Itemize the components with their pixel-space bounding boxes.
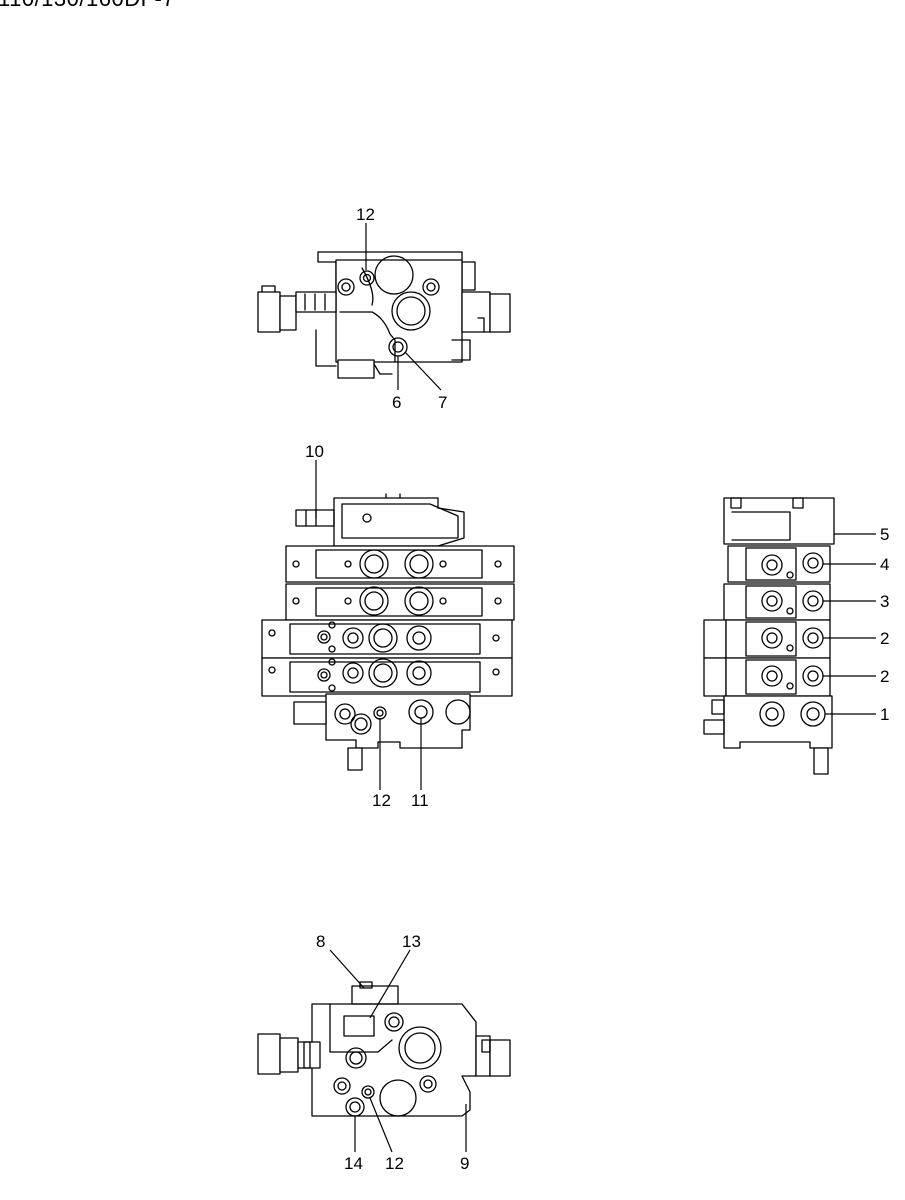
callout-6: 6 <box>392 393 401 412</box>
callout-13: 13 <box>402 932 421 951</box>
callout-12-front: 12 <box>372 791 391 810</box>
side-section-2b <box>703 657 831 697</box>
callout-12-bottom: 12 <box>385 1154 404 1173</box>
side-section-2a <box>703 619 831 659</box>
callout-9: 9 <box>460 1154 469 1173</box>
callout-2a: 2 <box>880 629 889 648</box>
side-section-4 <box>727 545 831 583</box>
model-header: 110/130/160DF-7 <box>0 0 175 12</box>
bottom-view <box>257 949 511 1153</box>
front-section-2 <box>285 583 515 621</box>
side-view <box>703 497 876 775</box>
front-section-4 <box>261 657 513 697</box>
callout-14: 14 <box>344 1154 363 1173</box>
callout-3: 3 <box>880 592 889 611</box>
front-section-3 <box>261 619 513 659</box>
callout-1: 1 <box>880 705 889 724</box>
callout-10: 10 <box>305 442 324 461</box>
top-view <box>257 223 511 391</box>
side-section-3 <box>723 583 831 621</box>
callout-4: 4 <box>880 555 889 574</box>
callout-5: 5 <box>880 525 889 544</box>
callout-11: 11 <box>411 791 429 810</box>
callout-8: 8 <box>316 932 325 951</box>
callout-7: 7 <box>438 393 447 412</box>
front-view <box>261 460 515 790</box>
front-section-1 <box>285 545 515 583</box>
callout-12-top: 12 <box>356 205 375 224</box>
callout-2b: 2 <box>880 667 889 686</box>
